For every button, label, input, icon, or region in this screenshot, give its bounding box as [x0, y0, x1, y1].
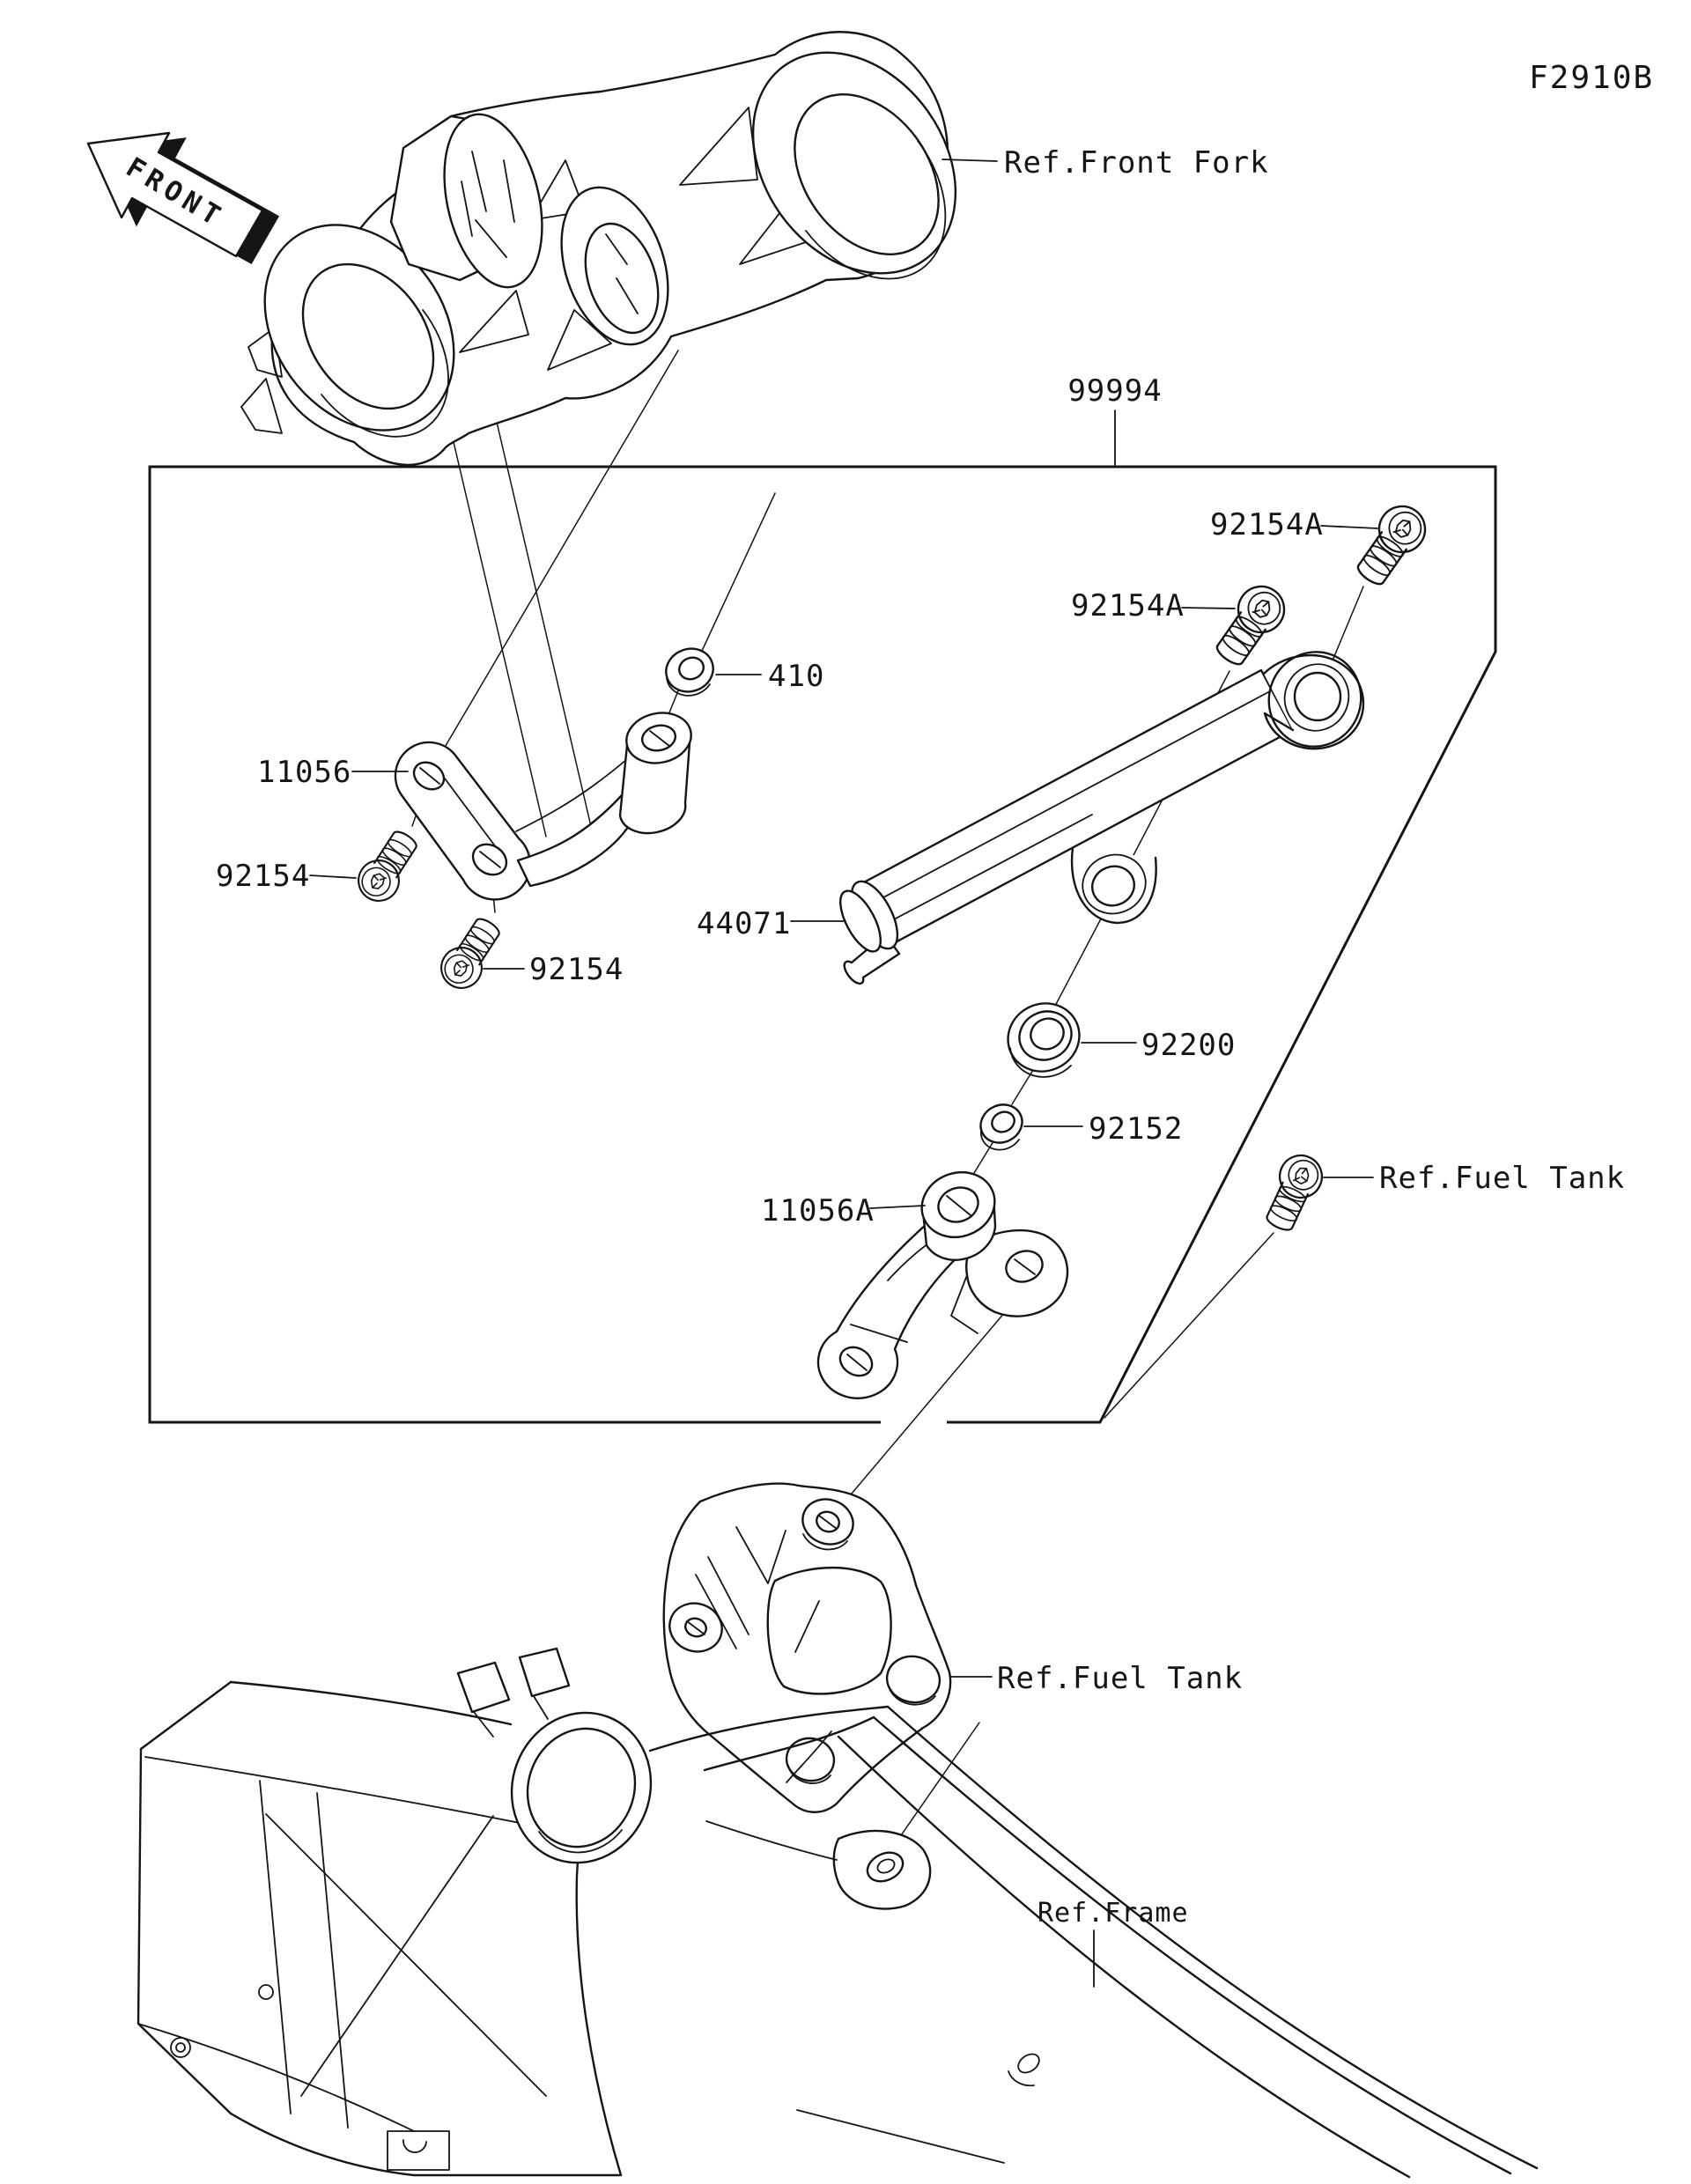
part-label-92154a-lower: 92154A [1071, 588, 1185, 623]
fork-bore-right [751, 51, 957, 280]
leader-line-92154a-upper [1320, 525, 1378, 529]
part-label-410: 410 [768, 659, 824, 694]
part-label-92200: 92200 [1141, 1028, 1236, 1063]
ref-fuel-tank-bracket-label: Ref.Fuel Tank [997, 1661, 1243, 1696]
front-direction-marker: FRONT [86, 131, 280, 265]
screw-92154-lower-drawing [432, 911, 509, 997]
screw-92154a-lower-drawing [1206, 576, 1295, 674]
leader-line-front-fork [941, 159, 998, 162]
part-label-44071: 44071 [697, 906, 791, 941]
ref-fuel-tank-bolt-label: Ref.Fuel Tank [1379, 1161, 1625, 1196]
leader-line-92154-upper [309, 874, 357, 879]
upper-bracket-drawing [394, 712, 692, 901]
part-label-92152: 92152 [1089, 1111, 1183, 1147]
part-label-92154-upper: 92154 [216, 859, 310, 894]
kit-boundary-box [148, 465, 1497, 1424]
front-arrow-face [86, 131, 264, 258]
steering-stem-lines [439, 380, 594, 837]
ref-frame-label: Ref.Frame [1037, 1898, 1189, 1929]
riser-tube [389, 113, 543, 289]
front-fork-triple-clamp-drawing [240, 31, 957, 467]
ref-front-fork-label: Ref.Front Fork [1004, 145, 1269, 181]
collar-92200-drawing [1007, 1002, 1081, 1078]
lower-bracket-drawing [816, 1171, 1069, 1399]
figure-code: F2910B [1529, 60, 1654, 96]
leader-line-11056a [869, 1205, 926, 1209]
part-label-11056: 11056 [257, 755, 351, 790]
kit-number-label: 99994 [1067, 373, 1162, 409]
fuel-tank-bracket-drawing [662, 1482, 952, 1813]
screw-92154-upper-drawing [350, 823, 426, 910]
part-label-92154-lower: 92154 [529, 952, 624, 987]
fork-bore-left [263, 224, 455, 438]
washer-92152-drawing [979, 1103, 1023, 1151]
washer-410-drawing [665, 647, 714, 697]
screw-fuel-tank-drawing [1257, 1147, 1330, 1237]
screw-92154a-upper-drawing [1347, 496, 1436, 594]
frame-drawing [137, 1647, 1539, 2179]
steering-damper-drawing [839, 651, 1365, 985]
leader-line-92154a-lower [1181, 607, 1236, 609]
part-label-11056a: 11056A [761, 1193, 875, 1228]
steering-stem-boss [560, 186, 669, 346]
part-label-92154a-upper: 92154A [1210, 507, 1324, 542]
